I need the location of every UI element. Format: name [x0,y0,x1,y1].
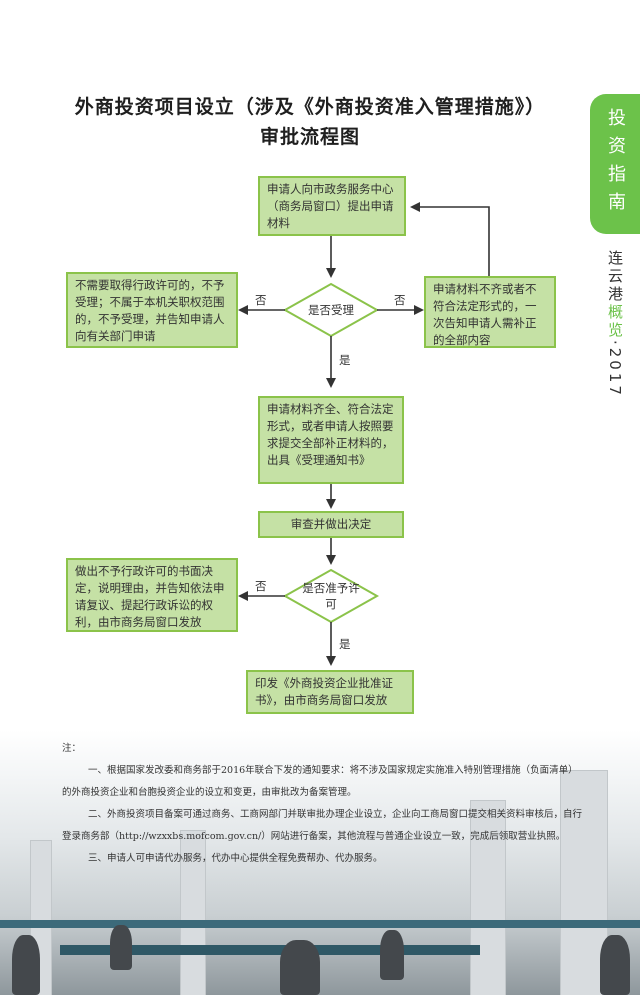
step-complete-text: 申请材料齐全、符合法定形式，或者申请人按照要求提交全部补正材料的，出具《受理通知… [267,402,394,467]
step-reject-no-license: 不需要取得行政许可的，不予受理；不属于本机关职权范围的，不予受理，并告知申请人向… [66,272,238,348]
step-apply-text: 申请人向市政务服务中心（商务局窗口）提出申请材料 [267,182,394,230]
label-no-3: 否 [255,579,267,593]
label-no-1: 否 [255,293,267,307]
side-caption-city: 连云港 [606,250,624,304]
arrow-incomplete-back-to-apply [410,202,490,276]
side-caption-year: ·2017 [606,340,624,398]
section-tab: 投资指南 [590,94,640,234]
step-review: 审查并做出决定 [258,511,404,538]
notes-heading: 注： [62,743,82,754]
side-caption-overview: 概览 [606,304,624,340]
decision2-label: 是否准予许可 [302,581,360,611]
step-review-text: 审查并做出决定 [290,517,372,531]
section-tab-label: 投资指南 [605,108,626,220]
page-title-line1: 外商投资项目设立（涉及《外商投资准入管理措施》） [74,96,546,118]
office-hall-photo [0,730,640,995]
label-yes-1: 是 [339,353,351,367]
note-2: 二、外商投资项目备案可通过商务、工商网部门并联审批办理企业设立，企业向工商局窗口… [62,809,583,842]
step-refuse-text: 做出不予行政许可的书面决定，说明理由，并告知依法申请复议、提起行政诉讼的权利，由… [75,564,225,629]
step-issue-certificate: 印发《外商投资企业批准证书》，由市商务局窗口发放 [246,670,414,714]
note-3: 三、申请人可申请代办服务，代办中心提供全程免费帮办、代办服务。 [88,853,383,864]
label-yes-2: 是 [339,637,351,651]
side-caption: 连云港概览·2017 [605,250,626,398]
notes-section: 注： 一、根据国家发改委和商务部于2016年联合下发的通知要求：将不涉及国家规定… [62,738,582,870]
label-no-2: 否 [394,293,406,307]
step-incomplete-text: 申请材料不齐或者不符合法定形式的，一次告知申请人需补正的全部内容 [433,282,537,347]
page-title-line2: 审批流程图 [259,126,360,148]
flowchart-connectors [238,202,490,666]
step-apply: 申请人向市政务服务中心（商务局窗口）提出申请材料 [258,176,406,236]
decision1-label: 是否受理 [308,303,354,317]
step-issue-text: 印发《外商投资企业批准证书》，由市商务局窗口发放 [255,676,393,707]
step-refuse: 做出不予行政许可的书面决定，说明理由，并告知依法申请复议、提起行政诉讼的权利，由… [66,558,238,632]
note-1: 一、根据国家发改委和商务部于2016年联合下发的通知要求：将不涉及国家规定实施准… [62,765,578,798]
step-incomplete-materials: 申请材料不齐或者不符合法定形式的，一次告知申请人需补正的全部内容 [424,276,556,348]
step-reject-text: 不需要取得行政许可的，不予受理；不属于本机关职权范围的，不予受理，并告知申请人向… [75,278,225,343]
step-materials-complete: 申请材料齐全、符合法定形式，或者申请人按照要求提交全部补正材料的，出具《受理通知… [258,396,404,484]
